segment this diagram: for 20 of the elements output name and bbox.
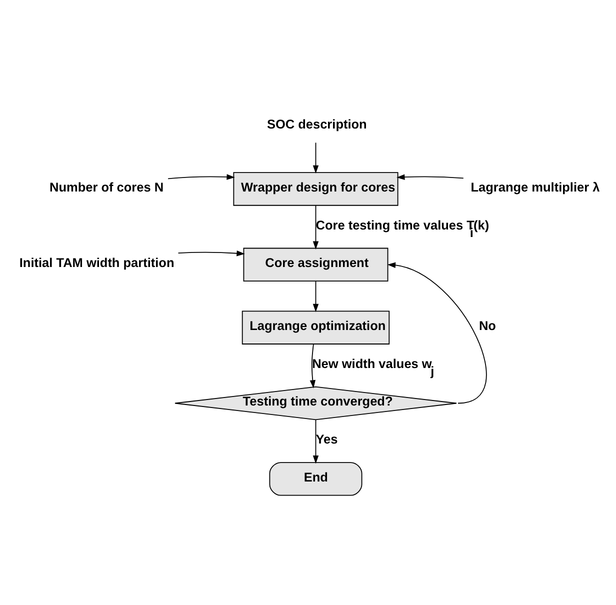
arrow bbox=[312, 280, 319, 312]
arrow bbox=[178, 250, 245, 256]
arrow bbox=[168, 174, 235, 180]
arrow bbox=[396, 174, 464, 180]
node-box: Lagrange optimization bbox=[242, 310, 390, 344]
arrow bbox=[310, 344, 316, 388]
arrow bbox=[312, 205, 319, 250]
edge-label: No bbox=[478, 318, 496, 334]
node-text: Initial TAM width partition bbox=[19, 255, 174, 270]
node-box: End bbox=[269, 462, 362, 496]
arrow bbox=[312, 419, 319, 464]
node-text: Number of cores N bbox=[49, 179, 164, 194]
node-box: Wrapper design for cores bbox=[233, 172, 398, 206]
node-diamond: Testing time converged? bbox=[174, 386, 457, 420]
node-text: Lagrange multiplier λ bbox=[470, 179, 600, 194]
arrow bbox=[387, 262, 487, 404]
node-text: SOC description bbox=[266, 116, 367, 132]
node-box: Core assignment bbox=[243, 248, 388, 282]
arrow bbox=[312, 142, 319, 174]
edge-label: Yes bbox=[316, 432, 338, 447]
